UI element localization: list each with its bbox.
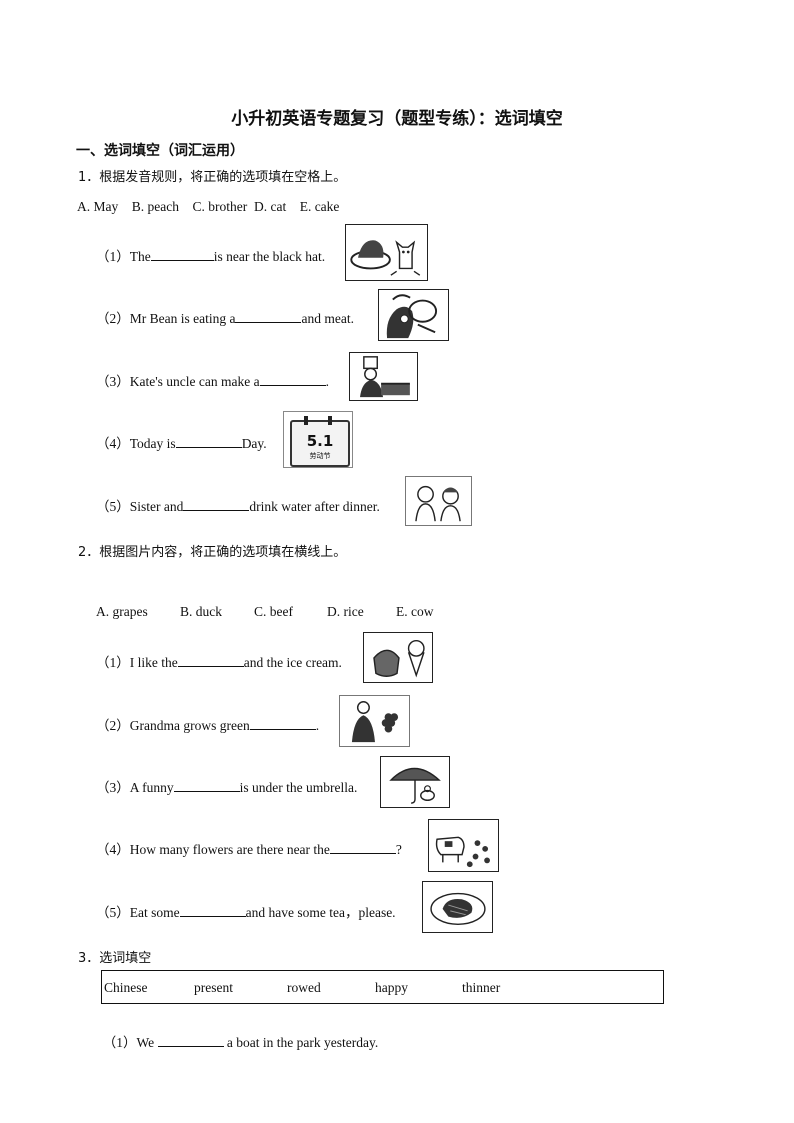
word-bank-word-1: Chinese: [104, 980, 148, 995]
hat-and-cat-icon: [345, 224, 428, 281]
q2-item-4-suffix: ?: [395, 842, 402, 857]
q2-item-1-prefix: （1）I like the: [96, 655, 178, 670]
q1-item-2-suffix: and meat.: [301, 311, 354, 326]
question-2-option-c: C. beef: [254, 604, 293, 619]
q3-item-1-suffix: a boat in the park yesterday.: [223, 1035, 379, 1050]
q1-item-2: （2）Mr Bean is eating a and meat.: [96, 307, 354, 327]
q3-item-1-prefix: （1）We: [102, 1035, 158, 1050]
calendar-ring-right: [328, 416, 332, 425]
q1-item-1-suffix: is near the black hat.: [213, 249, 326, 264]
calendar-icon: 5.1 劳动节: [283, 411, 353, 468]
q2-item-4-prefix: （4）How many flowers are there near the: [96, 842, 330, 857]
page-title: 小升初英语专题复习（题型专练）：选词填空: [231, 109, 563, 129]
q3-item-1-blank[interactable]: [157, 1034, 224, 1047]
question-3-heading: 3．选词填空: [78, 951, 152, 966]
q1-item-4-prefix: （4）Today is: [96, 436, 176, 451]
q2-item-1: （1）I like the and the ice cream.: [96, 651, 342, 671]
q3-item-1: （1）We a boat in the park yesterday.: [96, 1015, 378, 1051]
question-2-option-e: E. cow: [396, 604, 434, 619]
q2-item-4: （4）How many flowers are there near the?: [96, 838, 402, 858]
q1-item-4-blank[interactable]: [175, 435, 242, 448]
two-children-icon: [405, 476, 472, 526]
chef-cake-icon: [349, 352, 418, 401]
q2-item-5-suffix: and have some tea，please.: [245, 905, 396, 920]
q2-item-3-suffix: is under the umbrella.: [239, 780, 358, 795]
q2-item-2-suffix: .: [315, 718, 320, 733]
question-2-option-a: A. grapes: [96, 604, 148, 619]
calendar-caption: 劳动节: [309, 452, 331, 460]
word-bank-word-5: thinner: [462, 980, 501, 995]
q1-item-5-suffix: drink water after dinner.: [249, 499, 380, 514]
q1-item-1-prefix: （1）The: [96, 249, 151, 264]
q1-item-5-prefix: （5）Sister and: [96, 499, 184, 514]
word-bank-word-4: happy: [375, 980, 408, 995]
q2-item-3-blank[interactable]: [173, 779, 240, 792]
question-1-heading: 1．根据发音规则，将正确的选项填在空格上。: [78, 170, 347, 185]
q1-item-5: （5）Sister and drink water after dinner.: [96, 495, 380, 515]
q1-item-4: （4）Today is Day.: [96, 432, 267, 452]
cow-flowers-icon: [428, 819, 499, 872]
rice-and-ice-cream-icon: [363, 632, 433, 683]
q1-item-3-suffix: .: [325, 374, 329, 389]
question-2-option-d: D. rice: [327, 604, 364, 619]
q2-item-5: （5）Eat some and have some tea，please.: [96, 901, 396, 921]
q2-item-1-blank[interactable]: [177, 654, 244, 667]
question-2-option-b: B. duck: [180, 604, 222, 619]
q1-item-3-prefix: （3）Kate's uncle can make a: [96, 374, 260, 389]
q2-item-2-prefix: （2）Grandma grows green: [96, 718, 250, 733]
question-1-options: A. May B. peach C. brother D. cat E. cak…: [77, 199, 340, 214]
q1-item-4-suffix: Day.: [241, 436, 267, 451]
man-eating-icon: [378, 289, 449, 341]
beef-plate-icon: [422, 881, 493, 933]
word-bank: Chinese present rowed happy thinner: [101, 970, 664, 1004]
word-bank-word-2: present: [194, 980, 233, 995]
question-2-heading: 2．根据图片内容，将正确的选项填在横线上。: [78, 545, 347, 560]
q2-item-5-prefix: （5）Eat some: [96, 905, 180, 920]
word-bank-word-3: rowed: [287, 980, 321, 995]
q1-item-1-blank[interactable]: [150, 248, 214, 261]
q2-item-4-blank[interactable]: [329, 841, 396, 854]
q1-item-2-prefix: （2）Mr Bean is eating a: [96, 311, 236, 326]
q2-item-5-blank[interactable]: [179, 904, 246, 917]
q1-item-3-blank[interactable]: [259, 373, 326, 386]
grandma-grapes-icon: [339, 695, 410, 747]
q2-item-3: （3）A funny is under the umbrella.: [96, 776, 357, 796]
calendar-page: 5.1 劳动节: [290, 416, 350, 467]
q1-item-1: （1）The is near the black hat.: [96, 245, 325, 265]
q1-item-3: （3）Kate's uncle can make a.: [96, 370, 329, 390]
q2-item-1-suffix: and the ice cream.: [243, 655, 342, 670]
q1-item-5-blank[interactable]: [183, 498, 250, 511]
q1-item-2-blank[interactable]: [235, 310, 302, 323]
q2-item-3-prefix: （3）A funny: [96, 780, 174, 795]
calendar-date: 5.1: [306, 432, 334, 450]
section-heading: 一、选词填空（词汇运用）: [76, 143, 244, 159]
duck-umbrella-icon: [380, 756, 450, 808]
q2-item-2-blank[interactable]: [249, 717, 316, 730]
calendar-ring-left: [304, 416, 308, 425]
q2-item-2: （2）Grandma grows green.: [96, 714, 319, 734]
